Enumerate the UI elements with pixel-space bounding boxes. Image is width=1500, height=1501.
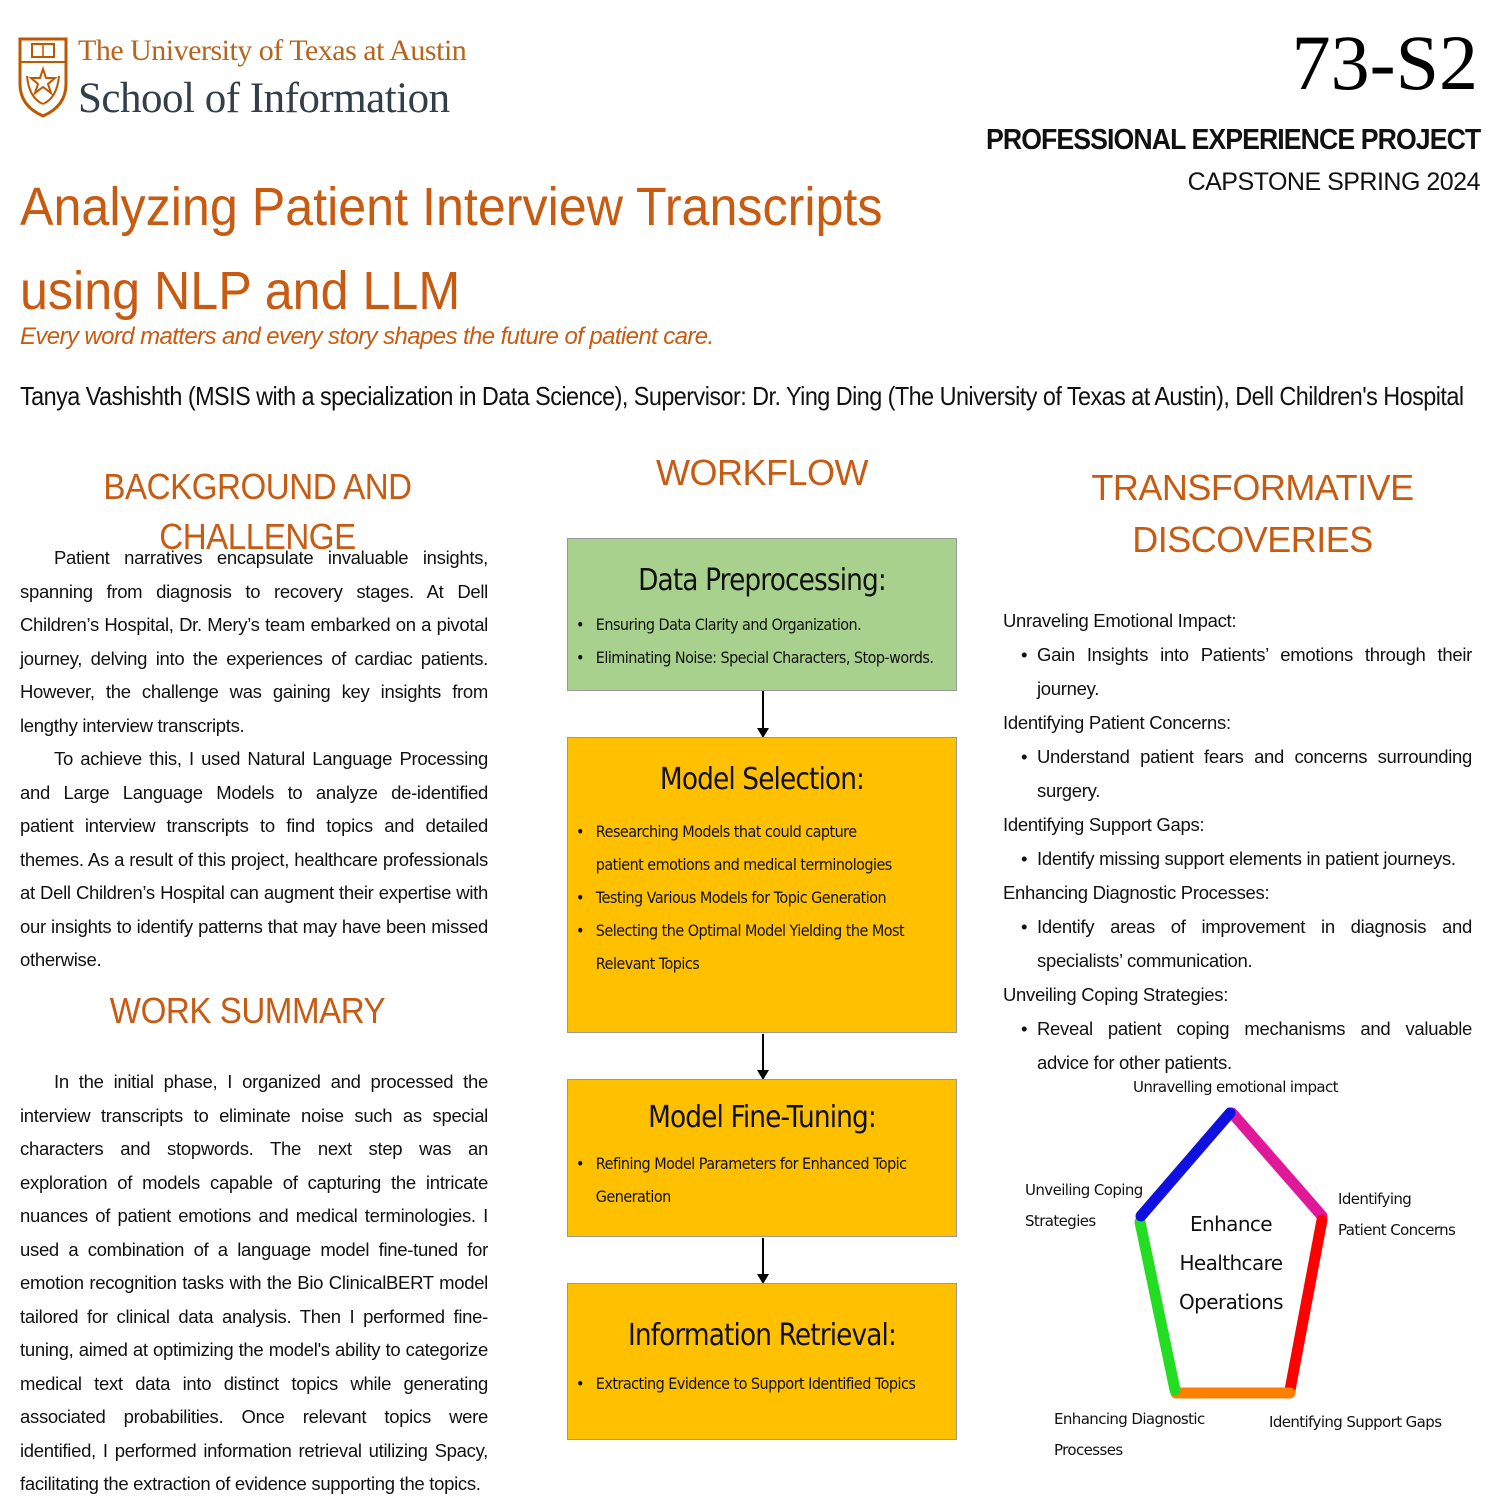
label-line: Enhancing Diagnostic: [1054, 1410, 1205, 1428]
title-line: using NLP and LLM: [20, 261, 461, 321]
logo-school-name: School of Information: [78, 75, 450, 122]
poster-title: Analyzing Patient Interview Transcripts …: [20, 165, 931, 333]
discovery-label: Identifying Patient Concerns:: [1003, 712, 1231, 733]
step-title: Model Fine-Tuning:: [648, 1100, 877, 1135]
pentagon-edge: [1135, 1107, 1236, 1222]
program-label: PROFESSIONAL EXPERIENCE PROJECT: [985, 124, 1481, 156]
pentagon-edge: [1134, 1216, 1181, 1396]
workflow-step-fine-tuning: Model Fine-Tuning: Refining Model Parame…: [567, 1079, 957, 1237]
step-title: Data Preprocessing:: [638, 563, 887, 598]
discovery-label: Enhancing Diagnostic Processes:: [1003, 882, 1270, 903]
discoveries-list: Unraveling Emotional Impact: Gain Insigh…: [1003, 604, 1472, 1080]
pentagon-edge: [1284, 1214, 1328, 1396]
step-title: Model Selection:: [659, 762, 865, 797]
pentagon-center-label: Enhance Healthcare Operations: [1160, 1205, 1302, 1322]
center-line: Operations: [1179, 1290, 1284, 1314]
logo-university-name: The University of Texas at Austin: [78, 34, 467, 67]
workflow-step-information-retrieval: Information Retrieval: Extracting Eviden…: [567, 1283, 957, 1440]
discovery-label: Identifying Support Gaps:: [1003, 814, 1205, 835]
arrow-down-icon: [757, 1238, 769, 1284]
label-top: Unravelling emotional impact: [1133, 1078, 1339, 1096]
heading-line: TRANSFORMATIVE: [1091, 467, 1414, 508]
pentagon-edge: [1226, 1107, 1328, 1222]
workflow-step-preprocessing: Data Preprocessing: Ensuring Data Clarit…: [567, 538, 957, 691]
summary-heading: WORK SUMMARY: [109, 990, 386, 1031]
label-line: Strategies: [1025, 1212, 1096, 1230]
tagline: Every word matters and every story shape…: [20, 323, 714, 350]
workflow-step-model-selection: Model Selection: Researching Models that…: [567, 737, 957, 1033]
arrow-down-icon: [757, 1034, 769, 1080]
term-label: CAPSTONE SPRING 2024: [1187, 168, 1481, 196]
workflow-heading: WORKFLOW: [656, 452, 868, 493]
step-item: Ensuring Data Clarity and Organization.: [576, 608, 972, 641]
discovery-detail: Understand patient fears and concerns su…: [1003, 740, 1472, 808]
heading-line: DISCOVERIES: [1132, 519, 1373, 560]
ut-shield-logo-icon: [18, 37, 68, 118]
paragraph: Patient narratives encapsulate invaluabl…: [20, 547, 488, 736]
label-line: Processes: [1054, 1441, 1123, 1459]
background-text: Patient narratives encapsulate invaluabl…: [20, 541, 488, 977]
background-heading: BACKGROUND AND CHALLENGE: [103, 466, 412, 557]
paragraph: To achieve this, I used Natural Language…: [20, 748, 488, 970]
label-line: Unveiling Coping: [1025, 1181, 1143, 1199]
poster-code: 73-S2: [1291, 19, 1478, 106]
step-item: Refining Model Parameters for Enhanced T…: [576, 1147, 909, 1213]
label-line: Identifying: [1338, 1190, 1412, 1208]
step-item: Researching Models that could capture pa…: [576, 815, 900, 881]
label-right: Identifying Patient Concerns: [1338, 1184, 1456, 1246]
label-left: Unveiling Coping Strategies: [1025, 1175, 1143, 1237]
step-item: Selecting the Optimal Model Yielding the…: [576, 914, 918, 980]
label-bottom-left: Enhancing Diagnostic Processes: [1054, 1404, 1205, 1466]
step-item: Testing Various Models for Topic Generat…: [576, 881, 972, 914]
label-line: Patient Concerns: [1338, 1221, 1456, 1239]
discoveries-heading: TRANSFORMATIVE DISCOVERIES: [1030, 462, 1475, 566]
step-item: Extracting Evidence to Support Identifie…: [576, 1367, 972, 1400]
discovery-detail: Identify missing support elements in pat…: [1003, 842, 1472, 876]
label-bottom-right: Identifying Support Gaps: [1269, 1413, 1442, 1431]
discovery-label: Unveiling Coping Strategies:: [1003, 984, 1229, 1005]
discovery-label: Unraveling Emotional Impact:: [1003, 610, 1237, 631]
discovery-detail: Identify areas of improvement in diagnos…: [1003, 910, 1472, 978]
arrow-down-icon: [757, 691, 769, 738]
step-item: Eliminating Noise: Special Characters, S…: [576, 641, 972, 674]
step-title: Information Retrieval:: [627, 1318, 897, 1353]
discovery-detail: Reveal patient coping mechanisms and val…: [1003, 1012, 1472, 1080]
authors: Tanya Vashishth (MSIS with a specializat…: [20, 381, 1464, 411]
center-line: Enhance: [1189, 1212, 1273, 1236]
summary-text: In the initial phase, I organized and pr…: [20, 1065, 488, 1501]
discovery-detail: Gain Insights into Patients’ emotions th…: [1003, 638, 1472, 706]
paragraph: In the initial phase, I organized and pr…: [20, 1071, 488, 1494]
center-line: Healthcare: [1179, 1251, 1283, 1275]
title-line: Analyzing Patient Interview Transcripts: [20, 177, 883, 237]
